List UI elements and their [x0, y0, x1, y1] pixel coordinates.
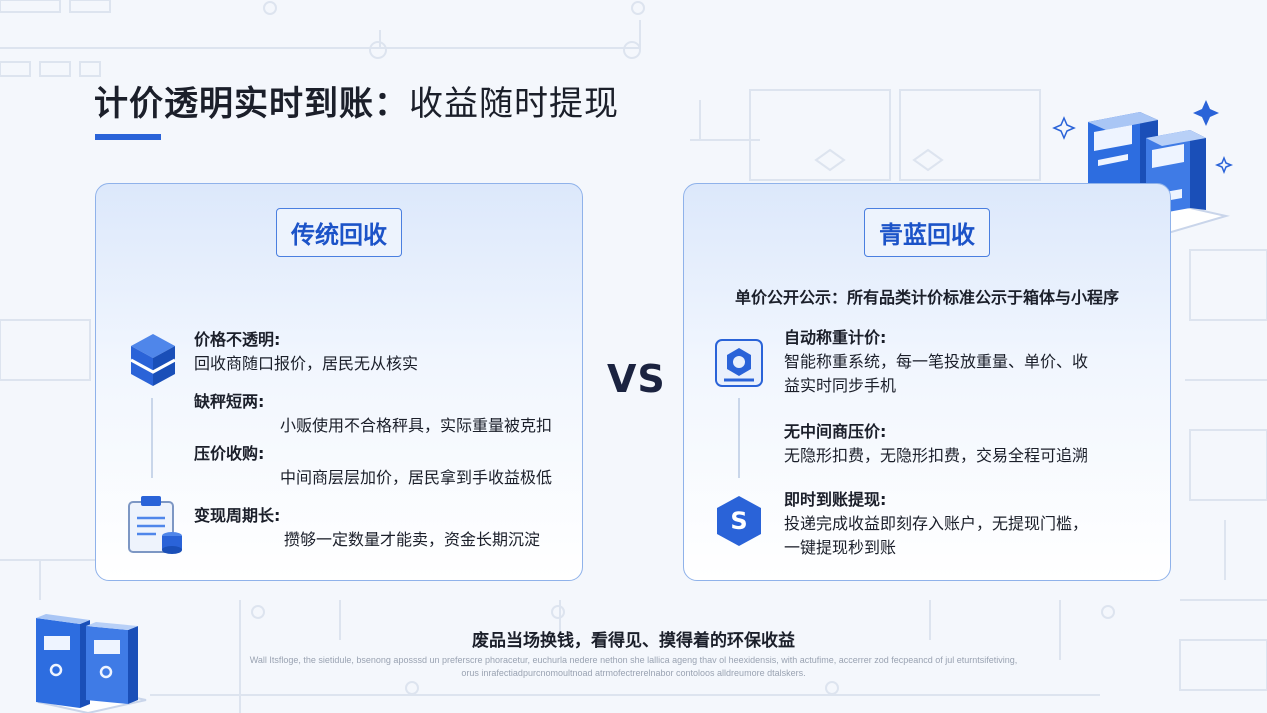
right-item-heading: 即时到账提现: [784, 490, 887, 509]
right-item-desc: 无隐形扣费，无隐形扣费，交易全程可追溯 [784, 446, 1089, 465]
right-item-instant-withdraw: 即时到账提现: 投递完成收益即刻存入账户，无提现门槛， 一键提现秒到账 [784, 488, 1088, 560]
right-item-desc: 智能称重系统，每一笔投放重量、单价、收 [784, 352, 1089, 371]
left-item-heading: 缺秤短两: [194, 392, 265, 411]
page-title-bold: 计价透明实时到账： [94, 84, 409, 124]
left-item-price-suppression: 压价收购: 中间商层层加价，居民拿到手收益极低 [194, 442, 552, 490]
title-underline [95, 134, 161, 140]
page-title: 计价透明实时到账：收益随时提现 [94, 76, 619, 125]
left-item-desc: 小贩使用不合格秤具，实际重量被克扣 [280, 416, 553, 435]
left-item-heading: 压价收购: [194, 444, 265, 463]
right-connector-line [738, 398, 740, 478]
qinglan-recycling-title: 青蓝回收 [864, 208, 990, 257]
left-item-short-weight: 缺秤短两: 小贩使用不合格秤具，实际重量被克扣 [194, 390, 552, 438]
right-item-heading: 无中间商压价: [784, 422, 887, 441]
left-item-desc: 回收商随口报价，居民无从核实 [194, 354, 419, 373]
traditional-recycling-title: 传统回收 [276, 208, 402, 257]
price-disclosure-intro: 单价公开公示：所有品类计价标准公示于箱体与小程序 [734, 288, 1119, 307]
coin-s-letter: S [730, 507, 747, 535]
left-item-heading: 价格不透明: [194, 330, 281, 349]
traditional-recycling-card: 传统回收 价格不透明: 回收商随口报价，居民无从核实 缺秤短两: 小贩使用不合格… [95, 183, 583, 581]
right-item-no-middleman: 无中间商压价: 无隐形扣费，无隐形扣费，交易全程可追溯 [784, 420, 1088, 468]
qinglan-recycling-card: 青蓝回收 单价公开公示：所有品类计价标准公示于箱体与小程序 S 自动称重计价: … [683, 183, 1171, 581]
left-item-desc: 攒够一定数量才能卖，资金长期沉淀 [284, 530, 541, 549]
recycling-machine-icon [36, 614, 147, 713]
vs-label: VS [607, 357, 666, 401]
left-item-price-opaque: 价格不透明: 回收商随口报价，居民无从核实 [194, 328, 418, 376]
right-item-desc: 一键提现秒到账 [784, 538, 897, 557]
scale-icon [715, 339, 763, 387]
bottom-fine-print-1: Wall Itsfloge, the sietidule, bsenong ap… [249, 655, 1018, 665]
right-item-desc: 益实时同步手机 [784, 376, 897, 395]
bottom-slogan: 废品当场换钱，看得见、摸得着的环保收益 [472, 631, 795, 651]
coin-s-icon: S [717, 496, 761, 546]
page-title-normal: 收益随时提现 [409, 84, 619, 124]
cube-icon [130, 334, 176, 386]
left-item-long-cycle: 变现周期长: 攒够一定数量才能卖，资金长期沉淀 [194, 504, 540, 552]
left-item-heading: 变现周期长: [194, 506, 281, 525]
right-item-auto-weigh: 自动称重计价: 智能称重系统，每一笔投放重量、单价、收 益实时同步手机 [784, 326, 1088, 398]
right-item-desc: 投递完成收益即刻存入账户，无提现门槛， [784, 514, 1089, 533]
bottom-fine-print-2: orus inrafectiadpurcnomoultnoad atrmofec… [461, 668, 806, 678]
clipboard-icon [128, 496, 182, 554]
right-item-heading: 自动称重计价: [784, 328, 887, 347]
left-connector-line [151, 398, 153, 478]
left-item-desc: 中间商层层加价，居民拿到手收益极低 [280, 468, 553, 487]
